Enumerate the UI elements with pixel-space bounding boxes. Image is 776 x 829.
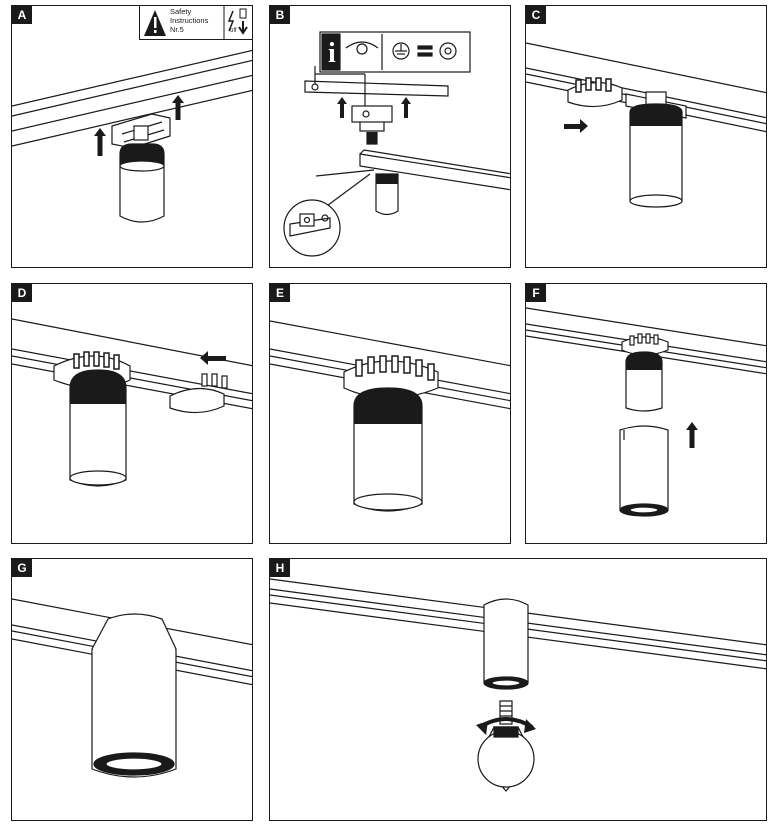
panel-label-e: E — [270, 284, 290, 302]
equals-icon — [417, 45, 433, 50]
info-bar — [319, 31, 471, 73]
step-panel-c: C — [525, 5, 767, 268]
illustration-e — [270, 320, 510, 512]
eye-icon — [345, 41, 379, 49]
step-panel-b: B i — [269, 5, 511, 268]
warning-triangle-icon — [144, 6, 248, 39]
safety-text: Safety Instructions Nr.5 — [170, 7, 208, 34]
svg-text:i: i — [328, 38, 336, 69]
panel-label-g: G — [12, 559, 32, 577]
arrow-down-icon — [238, 21, 248, 35]
step-panel-a: A Safety Instructions Nr.5 off — [11, 5, 253, 268]
circle-target-icon — [439, 42, 457, 60]
lightning-icon — [227, 10, 235, 32]
step-panel-e: E — [269, 283, 511, 544]
arrow-up-icon — [686, 422, 698, 448]
illustration-b: i — [283, 31, 510, 257]
arrow-up-icon — [94, 95, 184, 156]
illustration-d — [12, 318, 252, 487]
step-panel-h: H — [269, 558, 767, 821]
off-label: off — [230, 28, 237, 34]
illustration-f — [526, 307, 766, 517]
safety-line2: Instructions — [170, 16, 209, 25]
panel-label-c: C — [526, 6, 546, 24]
illustration-g — [12, 598, 252, 778]
illustration-h — [270, 578, 766, 792]
illustration-a — [12, 49, 252, 223]
ground-symbol-icon — [392, 42, 410, 60]
step-panel-f: F — [525, 283, 767, 544]
arrow-up-icon — [337, 97, 411, 118]
panel-label-d: D — [12, 284, 32, 302]
rotate-arrow-icon — [476, 719, 536, 735]
safety-line3: Nr.5 — [170, 25, 184, 34]
safety-line1: Safety — [170, 7, 192, 16]
panel-label-h: H — [270, 559, 290, 577]
step-panel-g: G — [11, 558, 253, 821]
info-icon — [321, 33, 341, 71]
arrow-right-icon — [564, 119, 588, 133]
step-panel-d: D — [11, 283, 253, 544]
safety-notice: Safety Instructions Nr.5 off — [139, 6, 252, 40]
panel-label-f: F — [526, 284, 546, 302]
illustration-c — [526, 42, 766, 208]
arrow-left-icon — [200, 351, 226, 365]
panel-label-a: A — [12, 6, 32, 24]
panel-label-b: B — [270, 6, 290, 24]
